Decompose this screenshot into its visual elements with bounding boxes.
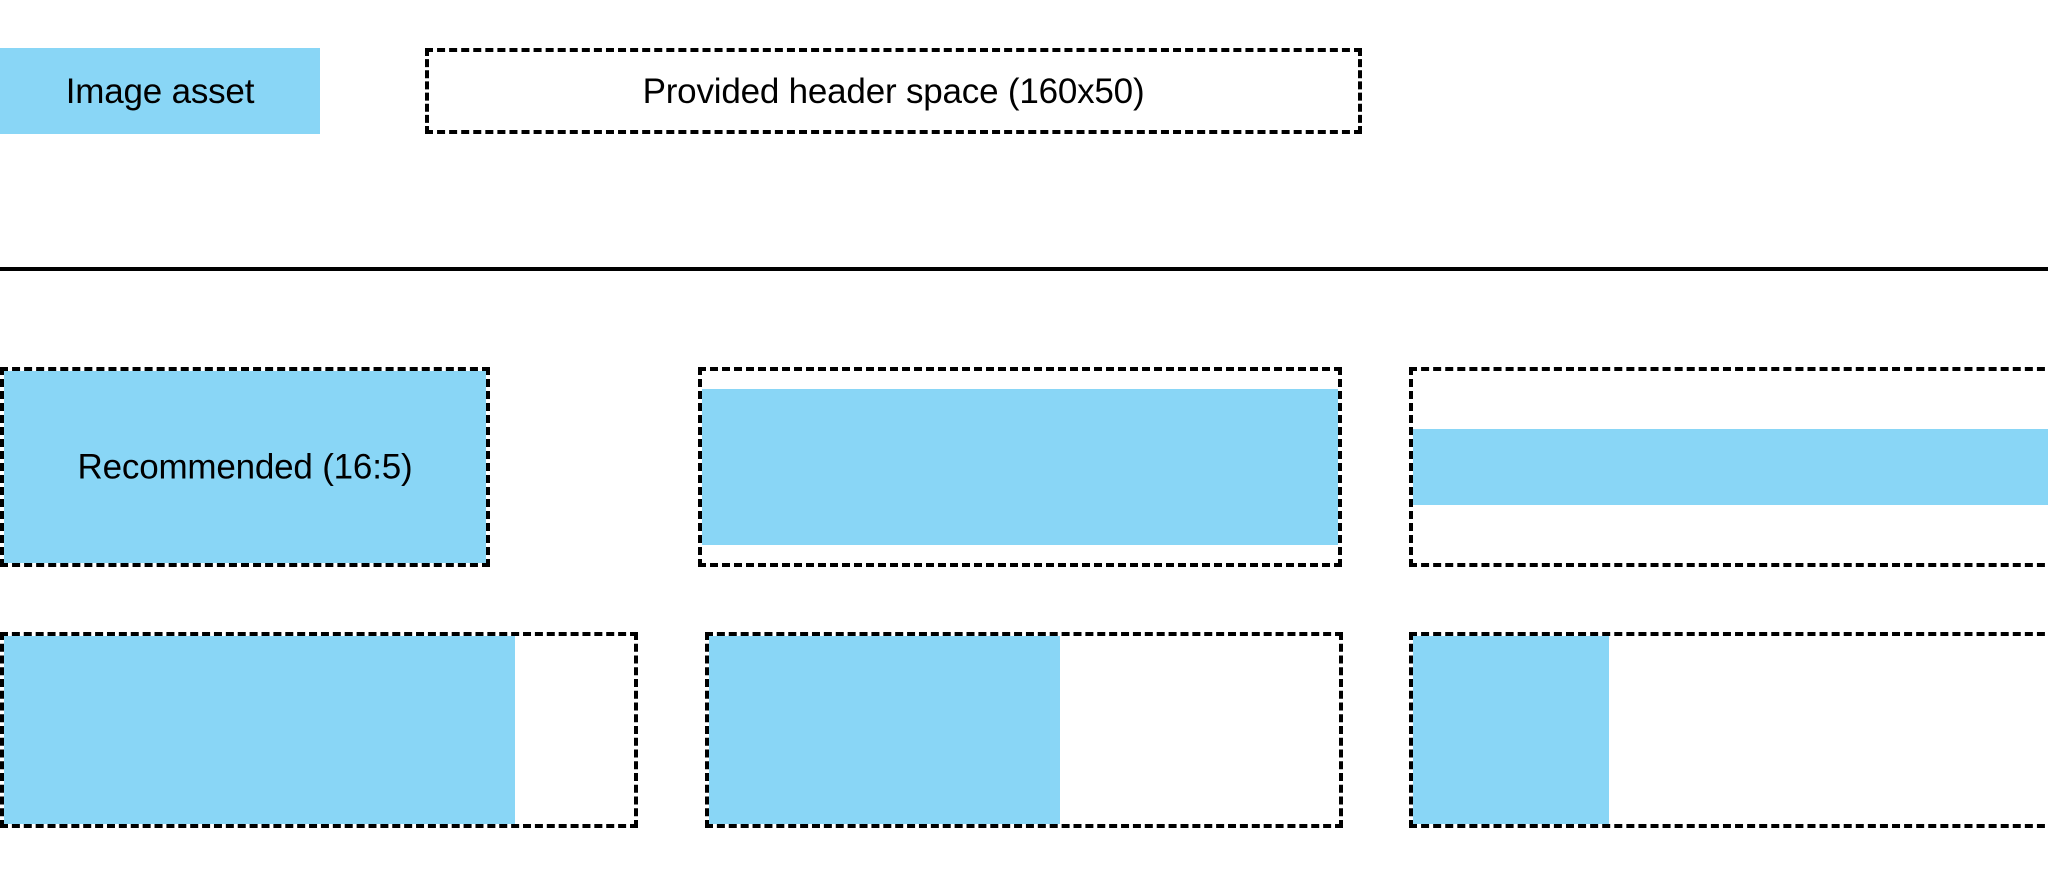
fill-width-row [0,632,2048,828]
width-fill-wide [4,636,515,824]
aspect-slot-flat [1409,367,2048,567]
width-slot-medium [705,632,1343,828]
width-slot-wide [0,632,638,828]
aspect-fill-recommended [4,371,486,563]
image-asset-label: Image asset [65,71,255,111]
header-legend-row: Image asset Provided header space (160x5… [0,48,2048,134]
provided-header-space-box: Provided header space (160x50) [425,48,1362,134]
provided-header-space-label: Provided header space (160x50) [642,71,1145,111]
aspect-fill-medium [702,389,1338,545]
image-asset-swatch: Image asset [0,48,320,134]
aspect-fill-flat [1413,429,2048,505]
aspect-slot-recommended: Recommended (16:5) [0,367,490,567]
aspect-ratio-row: Recommended (16:5) [0,367,2048,567]
section-divider [0,267,2048,271]
width-fill-medium [709,636,1060,824]
width-slot-narrow [1409,632,2048,828]
aspect-slot-medium [698,367,1342,567]
width-fill-narrow [1413,636,1609,824]
